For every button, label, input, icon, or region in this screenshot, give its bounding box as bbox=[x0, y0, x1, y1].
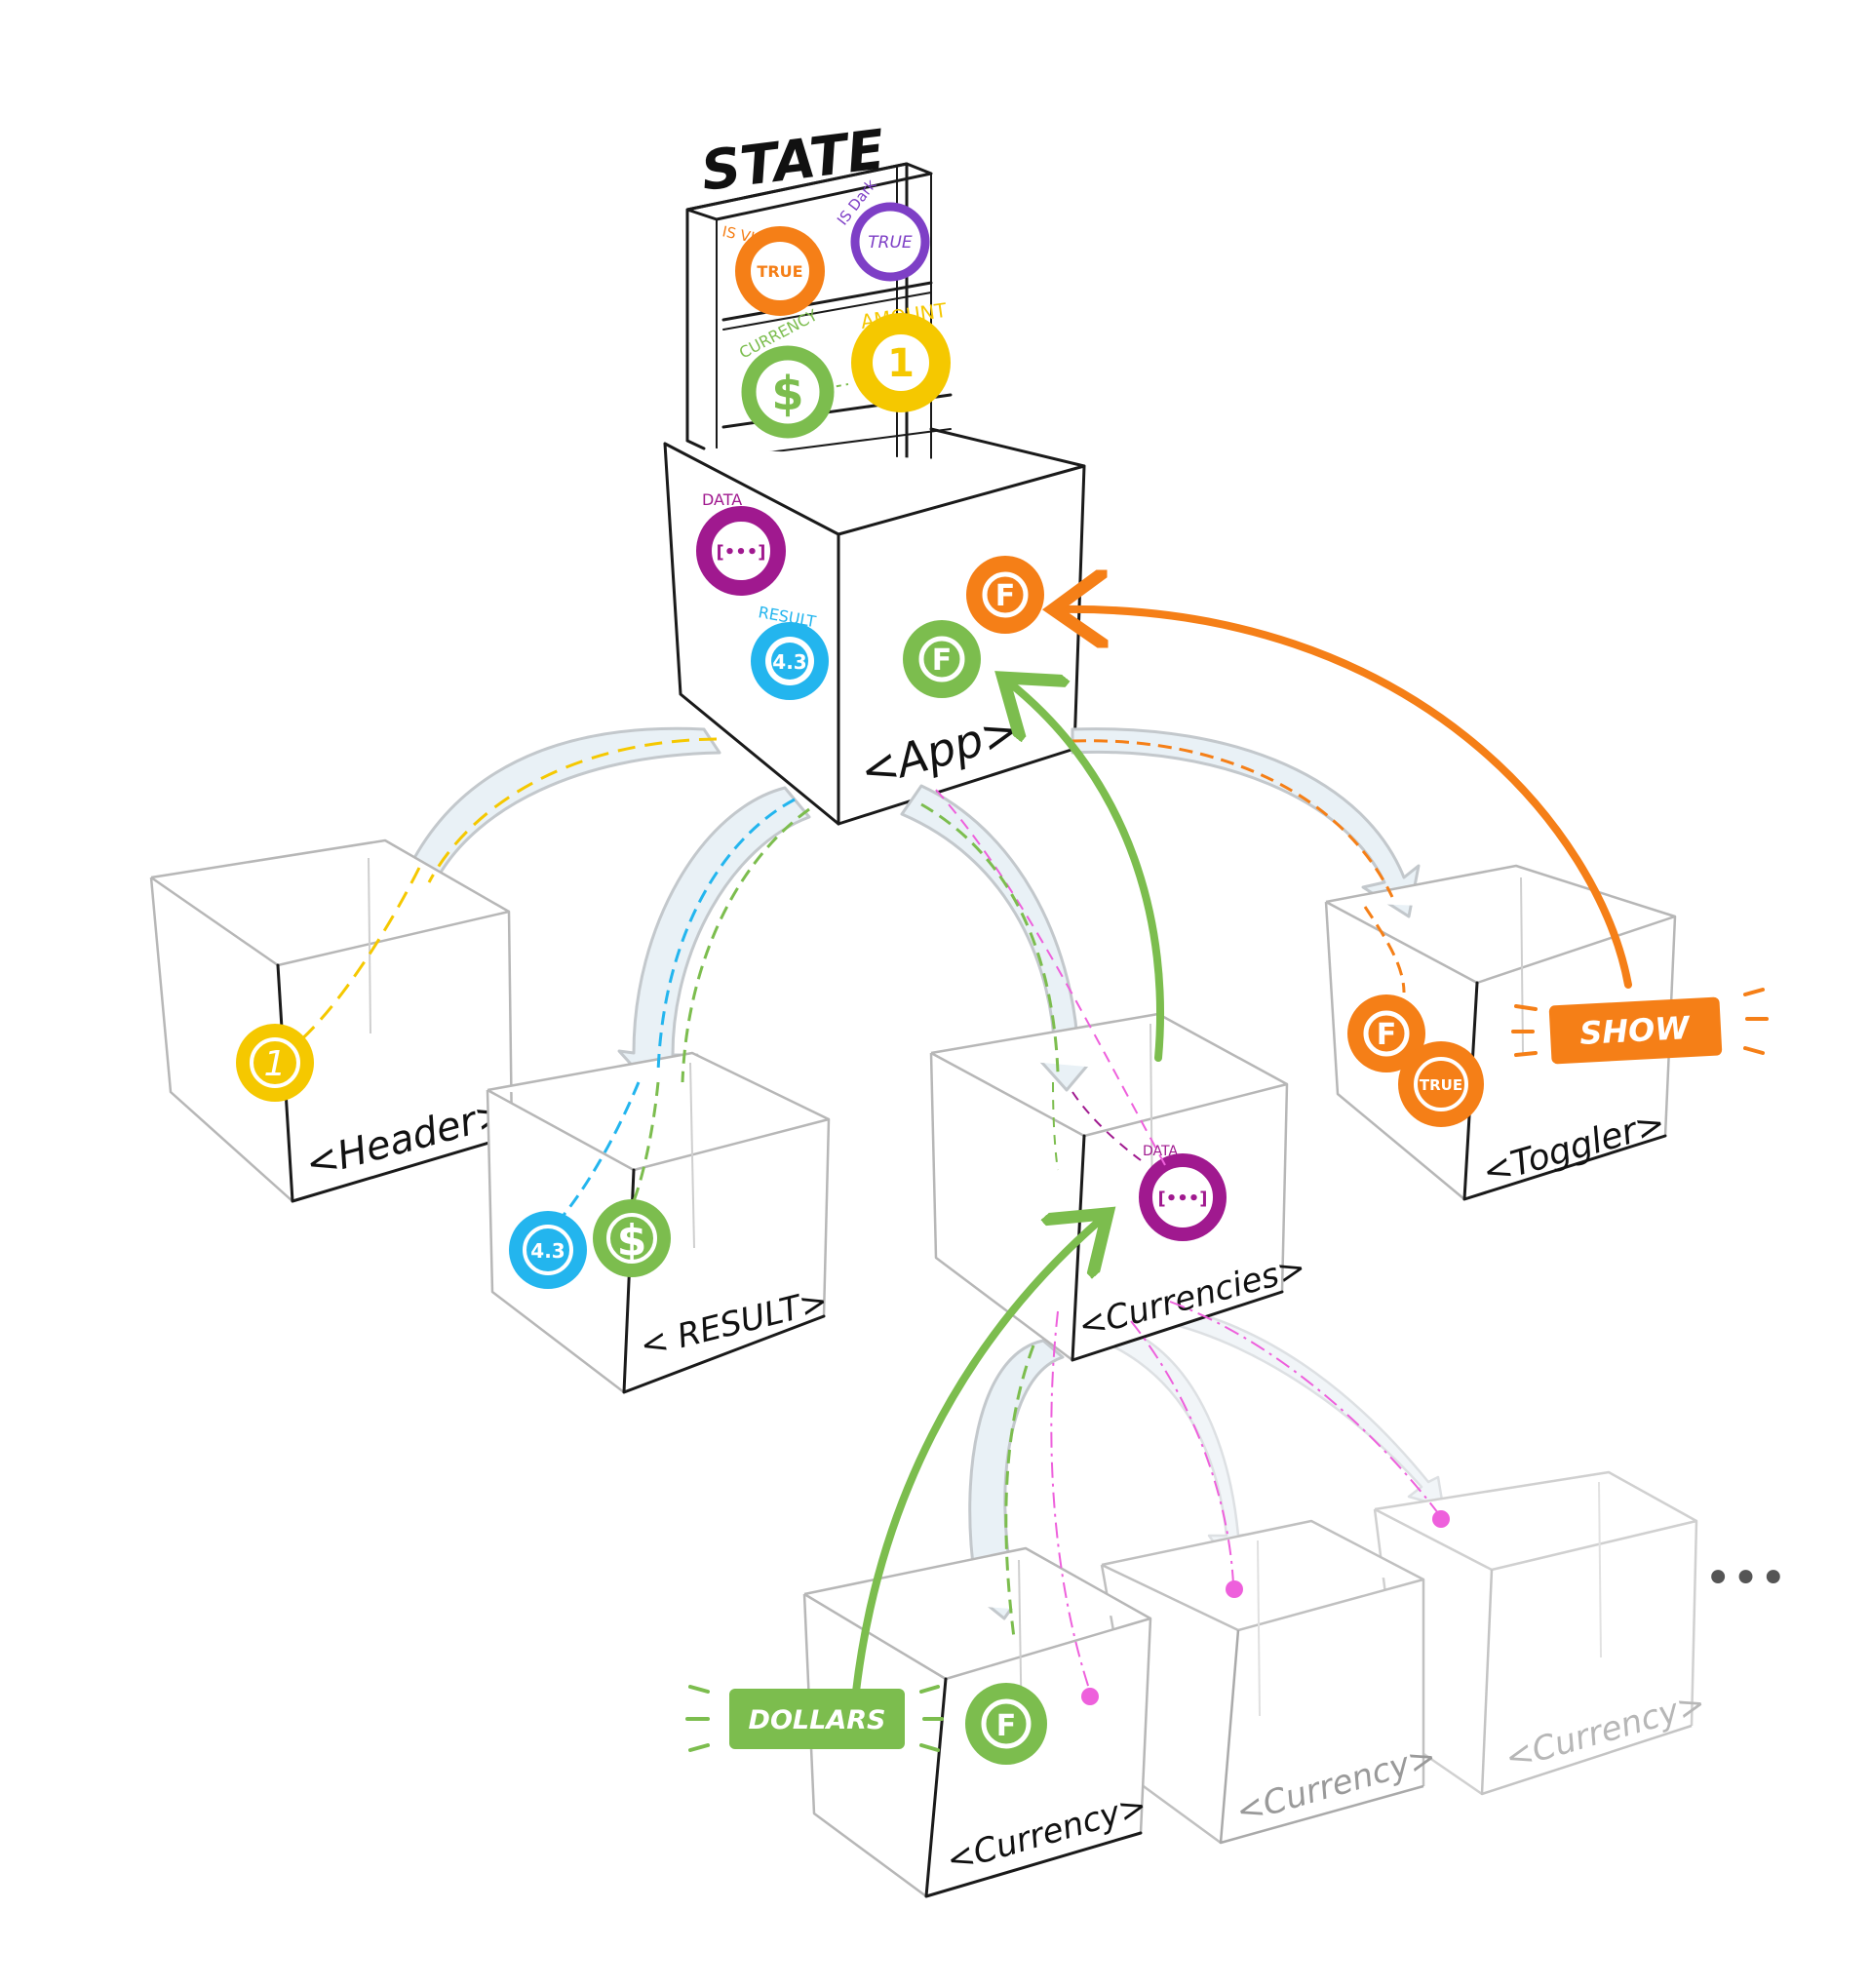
show-button-click-marks bbox=[1511, 988, 1769, 1057]
app-result-item: RESULT 4.3 bbox=[751, 603, 829, 700]
currencies-data-value: [•••] bbox=[1158, 1189, 1208, 1209]
props-arrow-to-currency-2 bbox=[1110, 1329, 1255, 1567]
dollars-button-label: DOLLARS bbox=[749, 1705, 886, 1735]
currency-1-fn-label: F bbox=[996, 1709, 1017, 1743]
show-button[interactable]: SHOW bbox=[1511, 988, 1769, 1065]
is-visible-state-item: IS VISIBLE TRUE bbox=[721, 222, 825, 316]
result-currency-token bbox=[593, 1199, 671, 1277]
app-orange-function: F bbox=[966, 556, 1044, 634]
currency-1-fn-token bbox=[965, 1683, 1047, 1765]
result-currency-value: $ bbox=[617, 1216, 647, 1266]
currency-cube-2: <Currency> bbox=[1100, 1519, 1441, 1845]
props-arrow-to-currency-3 bbox=[1158, 1305, 1445, 1508]
currency-token bbox=[741, 345, 835, 439]
result-value-token bbox=[509, 1211, 587, 1289]
result-tokens: $ 4.3 bbox=[509, 1081, 671, 1289]
app-green-function: F bbox=[903, 620, 981, 698]
currency-state-value: $ bbox=[771, 367, 803, 421]
toggler-fn-label: F bbox=[1377, 1018, 1397, 1052]
currency-1-data-dot bbox=[1081, 1688, 1099, 1705]
more-items-ellipsis: ••• bbox=[1704, 1551, 1787, 1606]
currency-2-data-dot bbox=[1226, 1580, 1243, 1598]
green-callback-to-currencies bbox=[852, 1219, 1102, 1696]
is-dark-token bbox=[850, 202, 930, 282]
toggler-value-token bbox=[1398, 1041, 1484, 1127]
props-arrow-to-currency-1 bbox=[952, 1339, 1065, 1620]
is-visible-token bbox=[735, 226, 825, 316]
app-orange-fn-label: F bbox=[995, 579, 1016, 613]
currencies-data-label: DATA bbox=[1143, 1144, 1178, 1159]
app-result-value: 4.3 bbox=[772, 650, 806, 674]
currencies-data-item: DATA [•••] bbox=[1052, 1081, 1227, 1241]
amount-state-value: 1 bbox=[887, 341, 915, 386]
dollars-button[interactable]: DOLLARS bbox=[685, 1685, 944, 1752]
header-amount-token bbox=[236, 1024, 314, 1102]
app-green-fn-label: F bbox=[932, 643, 953, 678]
app-green-fn-token bbox=[903, 620, 981, 698]
currency-3-data-dot bbox=[1432, 1510, 1450, 1528]
is-visible-value: TRUE bbox=[757, 262, 802, 281]
props-arrow-to-result bbox=[617, 786, 811, 1094]
props-arrow-to-toggler bbox=[1071, 727, 1421, 918]
header-amount-value: 1 bbox=[264, 1044, 287, 1084]
app-data-item: DATA [•••] bbox=[696, 490, 786, 596]
data-prop-lines bbox=[935, 789, 1450, 1705]
show-button-label: SHOW bbox=[1578, 1009, 1692, 1052]
amount-token bbox=[851, 313, 951, 412]
header-amount-item: 1 bbox=[236, 867, 421, 1102]
currencies-data-token bbox=[1139, 1153, 1227, 1241]
result-value: 4.3 bbox=[530, 1239, 565, 1263]
callback-arrows bbox=[852, 609, 1632, 1696]
app-data-value: [•••] bbox=[717, 542, 766, 563]
is-dark-value: TRUE bbox=[868, 233, 913, 253]
app-data-token bbox=[696, 506, 786, 596]
props-arrow-to-header bbox=[393, 726, 721, 899]
app-data-label: DATA bbox=[702, 490, 742, 509]
prop-dash-lines bbox=[427, 737, 1394, 1639]
green-callback-to-app bbox=[1009, 682, 1164, 1062]
app-orange-fn-token bbox=[966, 556, 1044, 634]
orange-callback-to-app bbox=[1061, 609, 1632, 989]
amount-state-item: AMOUNT 1 bbox=[851, 298, 951, 412]
dollars-button-click-marks bbox=[685, 1685, 944, 1752]
toggler-fn-token bbox=[1347, 994, 1425, 1072]
toggler-value: TRUE bbox=[1420, 1076, 1462, 1094]
currency-1-fn-item: F bbox=[965, 1683, 1047, 1765]
toggler-tokens: F TRUE bbox=[1347, 906, 1484, 1127]
